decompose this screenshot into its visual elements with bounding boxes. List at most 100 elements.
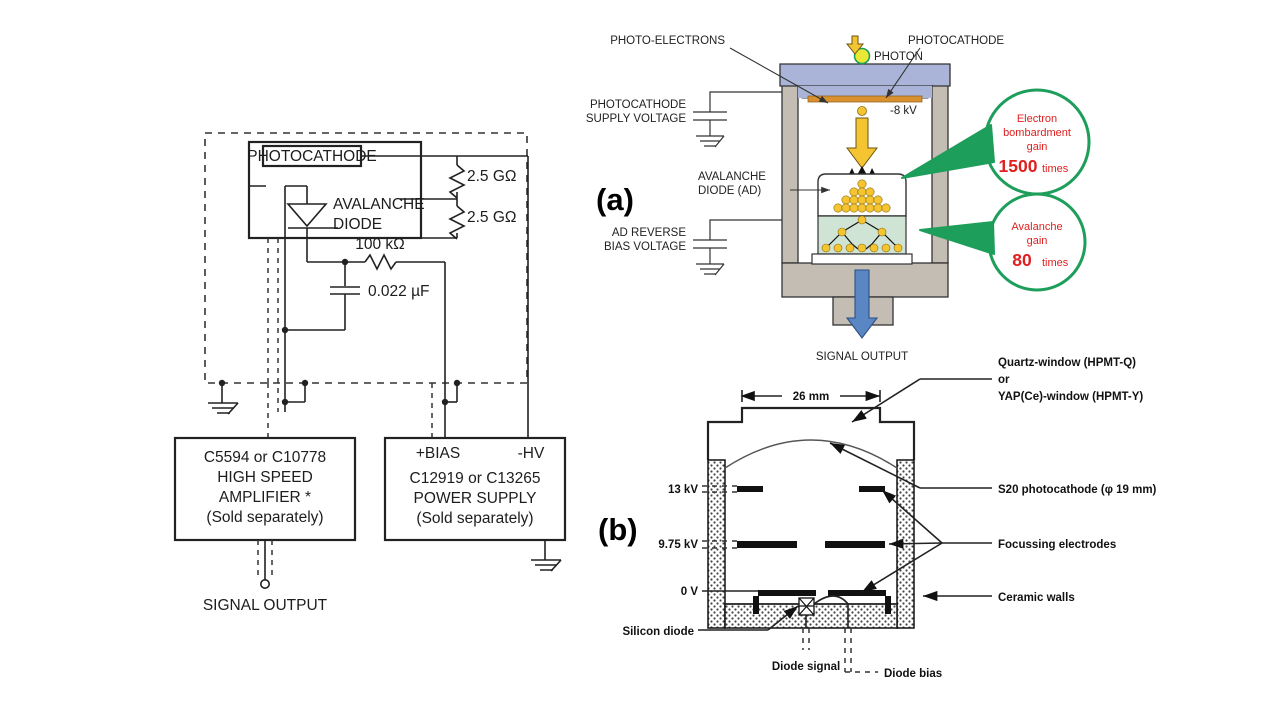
diode-bias-arc [813,595,849,628]
entrance-window [779,63,951,87]
resistor-top-symbol [448,164,466,199]
window-label-pointer [851,378,921,423]
focussing-pointer-2 [888,538,943,549]
photon-dot [853,47,871,65]
cathode-voltage-label: -8 kV [890,105,917,117]
photo-electrons-leader [729,47,829,104]
photocathode-label-a: PHOTOCATHODE [908,35,1004,47]
ad-bias-ground-hatch [714,263,725,276]
circuit-schematic-panel: PHOTOCATHODE 2.5 GΩ 2.5 GΩ [0,0,600,720]
callout-2-line1: Avalanche [1011,221,1062,233]
callout-1-tail [901,124,995,179]
avalanche-diode-label-line2: DIODE [333,216,382,233]
callout-1-line2: bombardment [1003,127,1071,139]
power-line2: POWER SUPPLY [414,490,537,507]
s20-photocathode-arc [724,439,898,469]
resistor-bottom-symbol [448,205,466,240]
electron-cloud [833,179,891,213]
callout-2-value: 80 [1012,250,1032,270]
panel-a-tag: (a) [596,182,634,217]
callout-2-line2: gain [1027,235,1048,247]
signal-output-label: SIGNAL OUTPUT [203,597,328,614]
tube-envelope-outline [706,406,916,460]
electrode-0v-right-tab [885,596,891,614]
callout-1-line1: Electron [1017,113,1057,125]
power-terminal-bias: +BIAS [416,445,460,462]
callout-1-unit: times [1042,163,1069,175]
resistor-top-value: 2.5 GΩ [467,168,517,185]
callout-1-value: 1500 [999,156,1038,176]
power-line3: (Sold separately) [416,510,533,527]
electrode-0v-right [828,590,886,596]
electrode-13kv-left [737,486,763,492]
ground-hatch-left [227,402,239,415]
ad-bias-line1: AD REVERSE [612,227,686,239]
ad-label-line1: AVALANCHE [698,171,766,183]
silicon-diode-pointer [767,605,799,631]
power-terminal-hv: -HV [518,445,545,462]
diode-signal-label: Diode signal [772,661,840,673]
callout-1-line3: gain [1027,141,1048,153]
node-amp-bus [281,398,289,406]
cathode-supply-wire [709,91,782,112]
photo-electrons-label: PHOTO-ELECTRONS [610,35,725,47]
supply-voltage-line1: PHOTOCATHODE [590,99,686,111]
resistor-series-value: 100 kΩ [355,236,405,253]
cathode-supply-ground-hatch [714,135,725,148]
signal-output-arrow [845,269,879,339]
electrode-0v-left [758,590,816,596]
resistor-bottom-value: 2.5 GΩ [467,209,517,226]
window-label-line3: YAP(Ce)-window (HPMT-Y) [998,391,1143,403]
photoelectron-dot [857,106,867,116]
panel-a: (a) PHOTON PHOTO-ELECTRONS [586,30,1280,370]
amplifier-line4: (Sold separately) [206,509,323,526]
ceramic-label: Ceramic walls [998,592,1075,604]
panel-b-tag: (b) [598,512,638,547]
power-supply-box [383,436,567,542]
focussing-pointer-1 [881,489,943,544]
electrode-975kv-left [737,541,797,548]
diode-bias-label: Diode bias [884,668,942,680]
callout-2-unit: times [1042,257,1069,269]
silicon-diode-label: Silicon diode [622,626,694,638]
power-ground-hatch [550,559,562,572]
resistor-series-symbol [364,253,397,271]
electrode-13kv-right [859,486,885,492]
cathode-supply-ground [696,135,724,147]
module-boundary-dashed [204,132,528,384]
ceramic-wall-left [707,459,726,629]
node-bias-bus [441,398,449,406]
photocathode-label-b: S20 photocathode (φ 19 mm) [998,484,1157,496]
signal-output-label-a: SIGNAL OUTPUT [816,351,908,363]
focussing-label: Focussing electrodes [998,539,1116,551]
voltage-label-0v: 0 V [681,586,699,598]
photocathode-strip [807,95,923,103]
node-cap-left-bus [281,326,289,334]
supply-voltage-line2: SUPPLY VOLTAGE [586,113,686,125]
avalanche-diode-label-line1: AVALANCHE [333,196,425,213]
avalanche-tree-dots [821,215,903,253]
amplifier-line2: HIGH SPEED [217,469,313,486]
panel-b: (b) 26 mm [590,350,1280,720]
ad-bias-line2: BIAS VOLTAGE [604,241,686,253]
electrode-975kv-right [825,541,885,548]
ad-substrate [811,253,913,265]
window-label-line2: or [998,374,1010,386]
silicon-diode-block [798,597,815,616]
electrode-0v-left-tab [753,596,759,614]
voltage-label-975kv: 9.75 kV [658,539,698,551]
voltage-label-13kv: 13 kV [668,484,698,496]
capacitor-value: 0.022 µF [368,283,430,300]
callout-2-tail [919,221,995,255]
photocathode-leader [885,47,921,99]
dimension-label-26mm: 26 mm [793,391,829,403]
avalanche-diode-triangle [286,203,328,228]
photon-label: PHOTON [874,51,923,63]
power-line1: C12919 or C13265 [410,470,541,487]
amplifier-line3: AMPLIFIER * [219,489,311,506]
window-label-line1: Quartz-window (HPMT-Q) [998,357,1136,369]
ad-bias-ground [696,263,724,275]
housing-left-wall [781,77,799,264]
ad-bias-wire [709,219,782,240]
